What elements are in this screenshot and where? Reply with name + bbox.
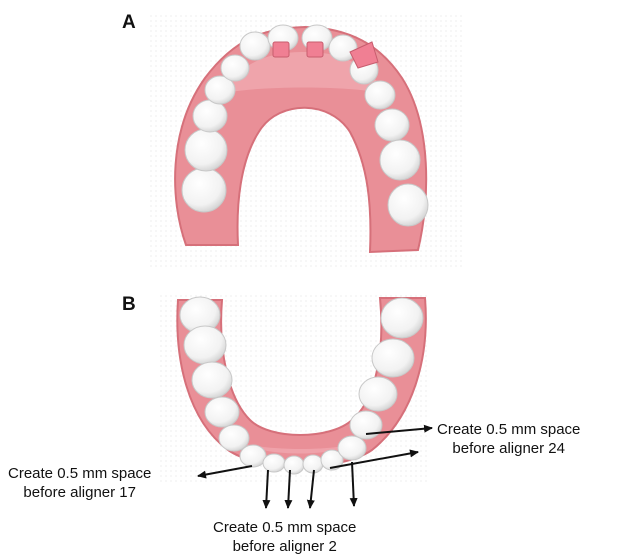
annotation-aligner-24-line2: before aligner 24 [437, 439, 580, 458]
annotation-aligner-24: Create 0.5 mm space before aligner 24 [437, 420, 580, 458]
lower-arch [160, 294, 430, 484]
annotation-aligner-17-line1: Create 0.5 mm space [8, 464, 151, 483]
annotation-aligner-17: Create 0.5 mm space before aligner 17 [8, 464, 151, 502]
annotation-aligner-24-line1: Create 0.5 mm space [437, 420, 580, 439]
annotation-aligner-2-line1: Create 0.5 mm space [213, 518, 356, 537]
annotation-aligner-2: Create 0.5 mm space before aligner 2 [213, 518, 356, 556]
annotation-aligner-17-line2: before aligner 17 [8, 483, 151, 502]
annotation-aligner-2-line2: before aligner 2 [213, 537, 356, 556]
upper-arch [150, 14, 462, 270]
